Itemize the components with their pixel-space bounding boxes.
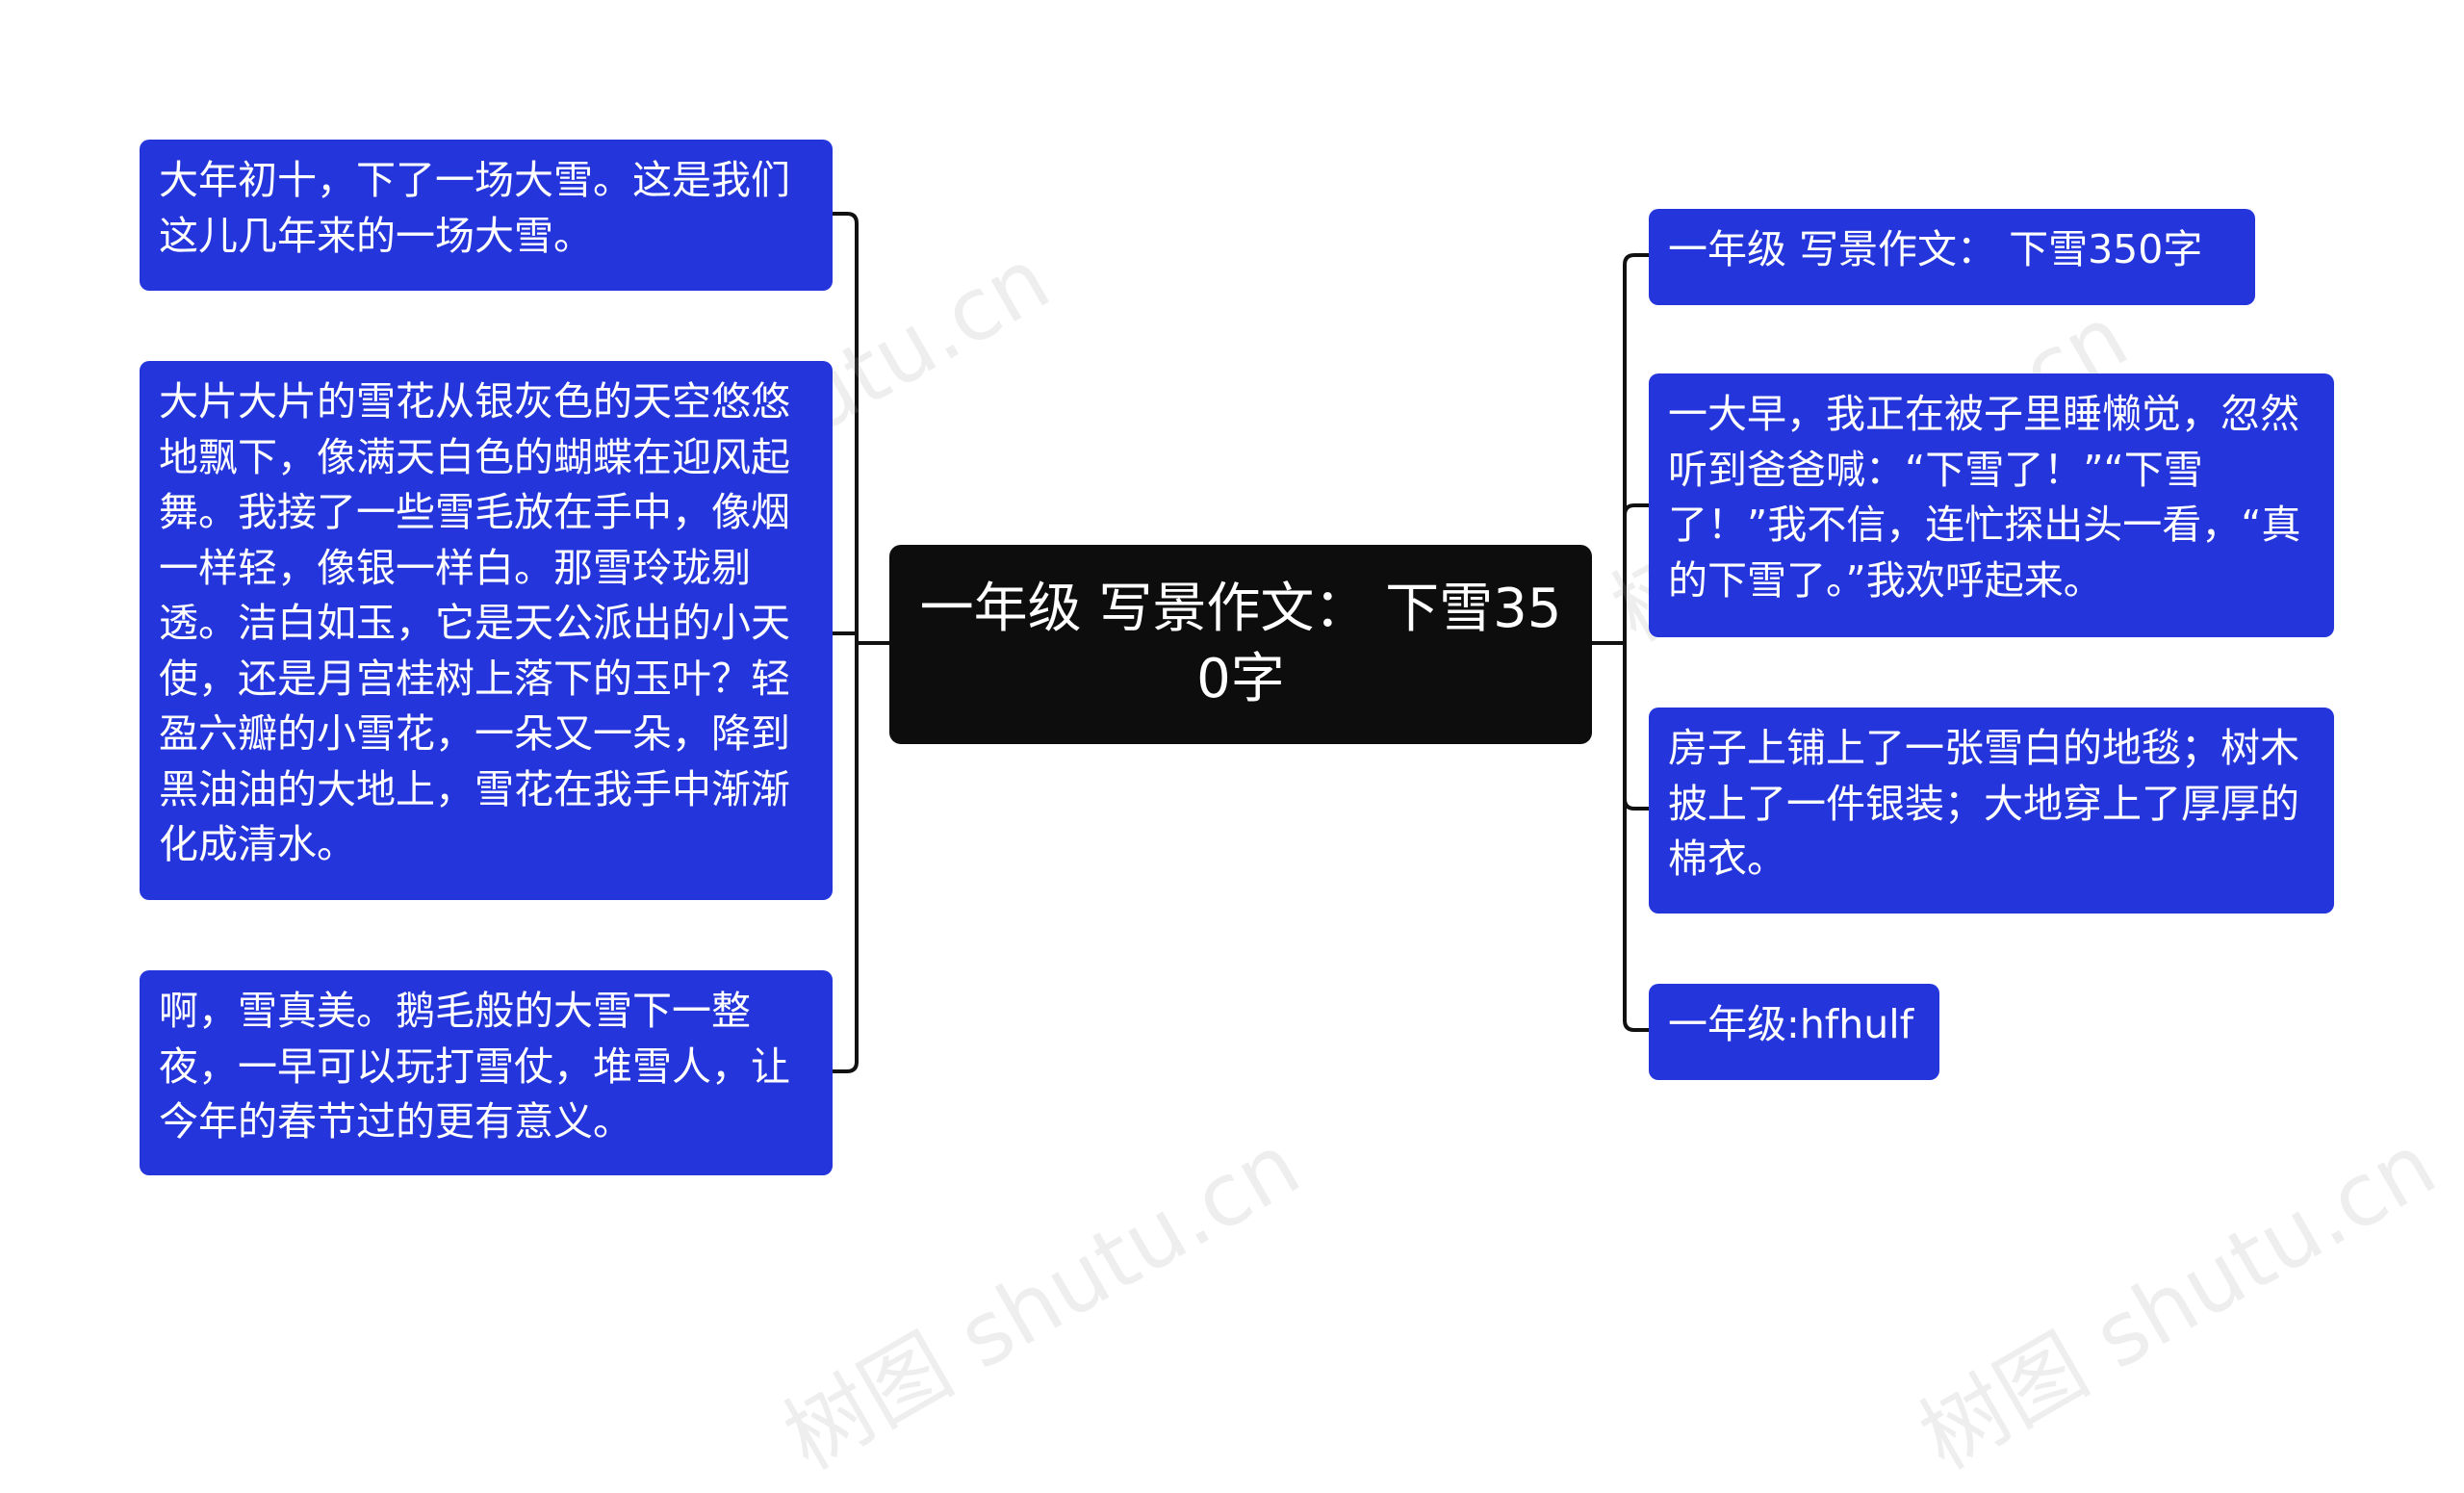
left-node-3[interactable]: 啊，雪真美。鹅毛般的大雪下一整夜，一早可以玩打雪仗，堆雪人，让今年的春节过的更有… bbox=[140, 970, 833, 1175]
mindmap-canvas: 树图 shutu.cn 树图 shutu.cn 树图 shutu.cn 树图 s… bbox=[140, 140, 2452, 1489]
right-node-1[interactable]: 一年级 写景作文： 下雪350字 bbox=[1649, 209, 2255, 305]
connector-right-node-2 bbox=[1623, 503, 1651, 517]
left-node-2[interactable]: 大片大片的雪花从银灰色的天空悠悠地飘下，像满天白色的蝴蝶在迎风起舞。我接了一些雪… bbox=[140, 361, 833, 900]
left-node-1[interactable]: 大年初十，下了一场大雪。这是我们这儿几年来的一场大雪。 bbox=[140, 140, 833, 291]
right-node-3[interactable]: 房子上铺上了一张雪白的地毯；树木披上了一件银装；大地穿上了厚厚的棉衣。 bbox=[1649, 708, 2334, 914]
right-node-4[interactable]: 一年级:hfhulf bbox=[1649, 984, 1939, 1080]
right-node-2[interactable]: 一大早，我正在被子里睡懒觉，忽然听到爸爸喊：“下雪了！”“下雪了！”我不信，连忙… bbox=[1649, 373, 2334, 637]
connector-lines bbox=[831, 212, 1651, 1073]
connector-right-trunk bbox=[1623, 253, 1651, 1032]
central-topic[interactable]: 一年级 写景作文： 下雪350字 bbox=[889, 545, 1592, 744]
connector-right-node-3 bbox=[1623, 797, 1651, 811]
connector-left-trunk bbox=[831, 212, 859, 1073]
